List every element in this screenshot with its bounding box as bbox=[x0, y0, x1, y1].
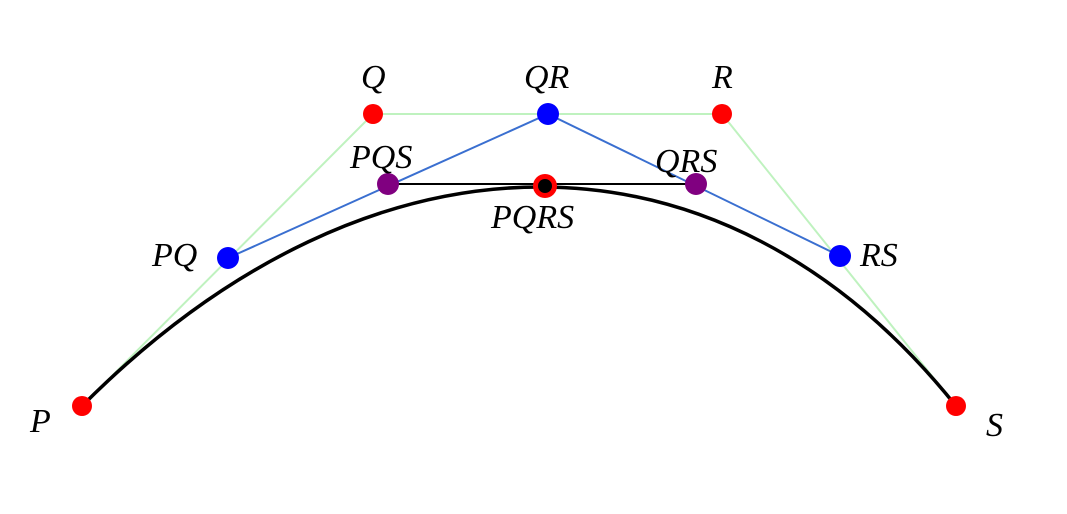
label-pq: PQ bbox=[151, 237, 197, 274]
point-p bbox=[72, 396, 92, 416]
point-pqrs bbox=[538, 179, 552, 193]
point-q bbox=[363, 104, 383, 124]
label-pqrs: PQRS bbox=[490, 199, 574, 236]
point-qr bbox=[537, 103, 559, 125]
point-s bbox=[946, 396, 966, 416]
label-pqs: PQS bbox=[349, 139, 412, 176]
point-pqs bbox=[377, 173, 399, 195]
label-r: R bbox=[711, 59, 733, 96]
point-r bbox=[712, 104, 732, 124]
label-q: Q bbox=[361, 59, 386, 96]
point-rs bbox=[829, 245, 851, 267]
label-rs: RS bbox=[859, 237, 898, 274]
label-p: P bbox=[29, 403, 51, 440]
control-polygon bbox=[81, 113, 957, 407]
point-qrs bbox=[685, 173, 707, 195]
label-qr: QR bbox=[524, 59, 570, 96]
label-qrs: QRS bbox=[655, 143, 717, 180]
point-pq bbox=[217, 247, 239, 269]
label-s: S bbox=[986, 407, 1003, 444]
